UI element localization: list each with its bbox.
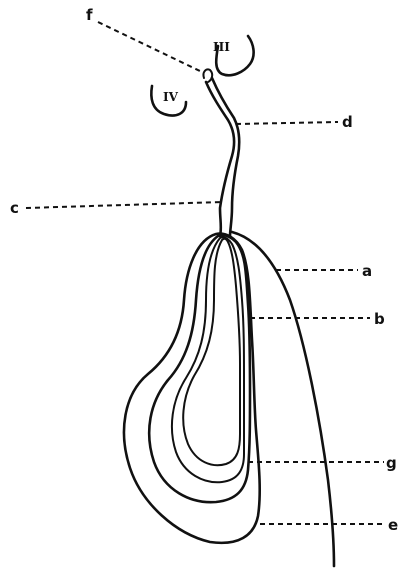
tooth-lower-numeral: IV [163,90,179,104]
tooth-upper-numeral: III [213,40,230,54]
label-e: e [388,516,398,534]
label-f: f [86,6,93,24]
sac-inner [183,239,240,465]
root-tip [203,69,212,82]
duct-left [206,82,234,236]
label-d: d [342,113,353,131]
label-a: a [362,262,372,280]
leader-d [236,122,338,124]
leader-f [98,22,202,72]
label-g: g [386,454,397,472]
label-b: b [374,310,385,328]
leader-c [26,202,222,208]
label-c: c [10,199,19,217]
